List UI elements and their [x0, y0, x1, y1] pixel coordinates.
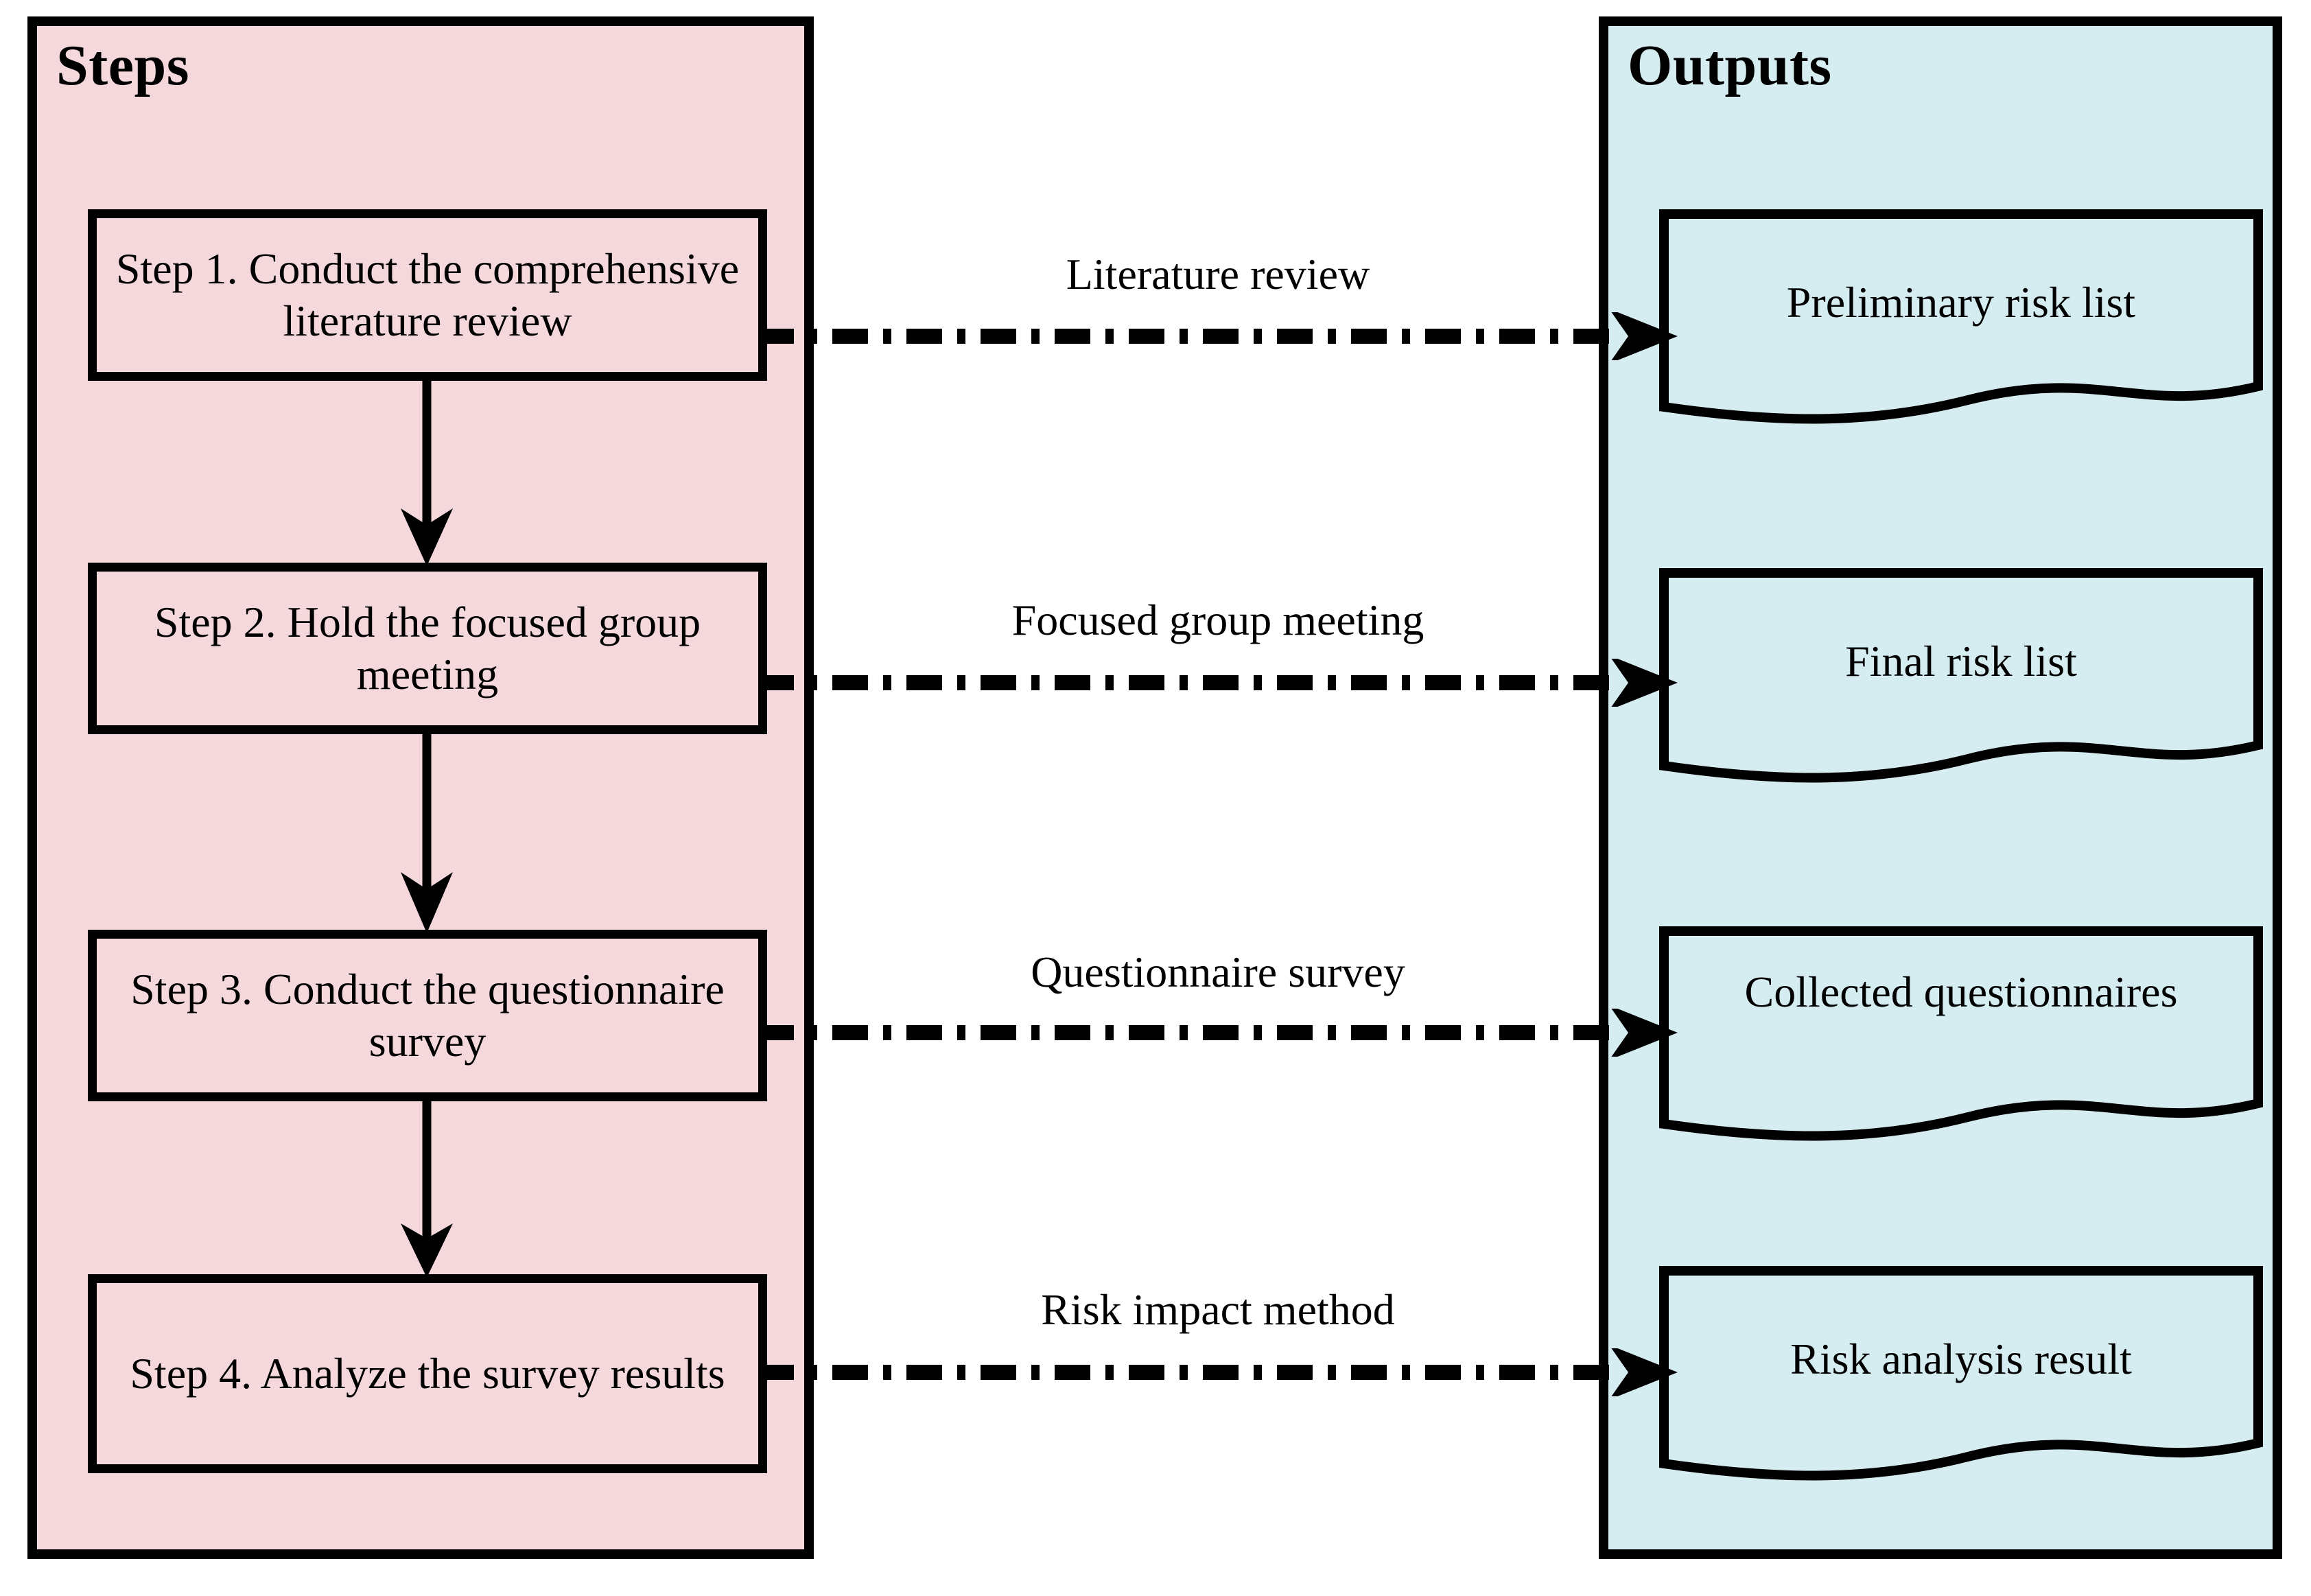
connector-literature-review-label: Literature review: [1066, 250, 1370, 298]
flow-arrow-step1-step2: [386, 379, 468, 566]
output-doc-1-label: Preliminary risk list: [1786, 278, 2136, 327]
output-doc-3[interactable]: Collected questionnaires: [1659, 926, 2263, 1163]
connector-questionnaire-survey-label: Questionnaire survey: [1031, 948, 1405, 996]
step-box-3[interactable]: Step 3. Conduct the questionnaire survey: [88, 930, 767, 1101]
connector-focused-group-meeting-label: Focused group meeting: [1011, 596, 1424, 644]
output-doc-3-label: Collected questionnaires: [1744, 967, 2178, 1016]
step-box-2-label: Step 2. Hold the focused group meeting: [154, 598, 701, 699]
flow-arrow-step3-step4: [386, 1100, 468, 1278]
connector-literature-review: [758, 312, 1678, 360]
connector-risk-impact-method: [758, 1348, 1678, 1396]
output-doc-4-label: Risk analysis result: [1790, 1335, 2132, 1383]
flow-arrow-step2-step3: [386, 733, 468, 933]
connector-risk-impact-method-label: Risk impact method: [1041, 1285, 1395, 1334]
step-box-1[interactable]: Step 1. Conduct the comprehensive litera…: [88, 209, 767, 381]
output-doc-4[interactable]: Risk analysis result: [1659, 1266, 2263, 1503]
step-box-4[interactable]: Step 4. Analyze the survey results: [88, 1274, 767, 1473]
step-box-4-label: Step 4. Analyze the survey results: [130, 1349, 725, 1398]
lane-outputs-title: Outputs: [1628, 34, 1832, 97]
connector-focused-group-meeting: [758, 659, 1678, 707]
step-box-2[interactable]: Step 2. Hold the focused group meeting: [88, 563, 767, 734]
output-doc-2-label: Final risk list: [1845, 637, 2077, 685]
output-doc-2[interactable]: Final risk list: [1659, 568, 2263, 805]
step-box-3-label: Step 3. Conduct the questionnaire survey: [130, 965, 725, 1066]
step-box-1-label: Step 1. Conduct the comprehensive litera…: [115, 244, 740, 345]
lane-steps-title: Steps: [56, 34, 189, 97]
connector-questionnaire-survey: [758, 1009, 1678, 1057]
output-doc-1[interactable]: Preliminary risk list: [1659, 209, 2263, 446]
